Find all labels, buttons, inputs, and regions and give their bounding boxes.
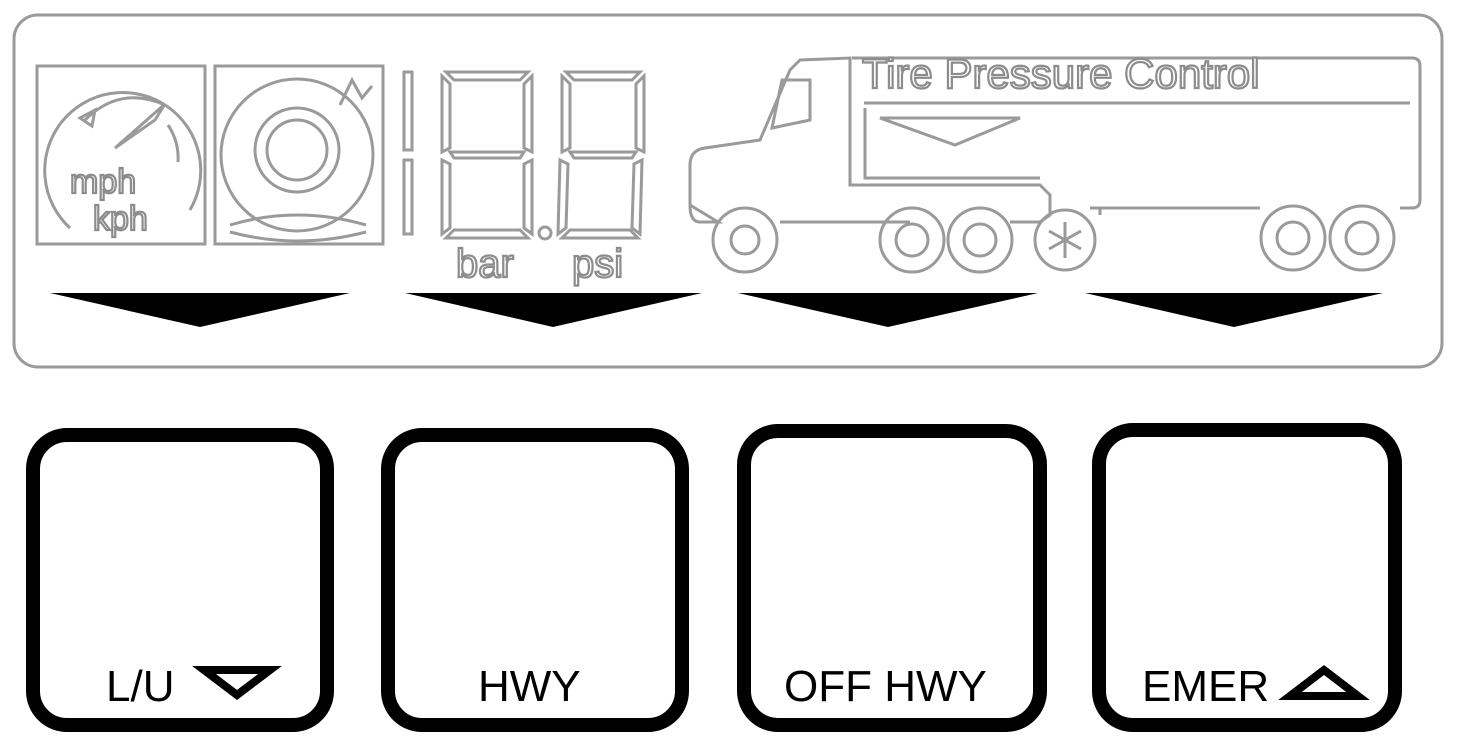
triangle-down-outline-icon [192, 666, 282, 701]
speed-unit-kph: kph [93, 200, 148, 238]
lu-button[interactable] [26, 428, 334, 732]
hwy-button-label: HWY [478, 662, 581, 711]
emer-button[interactable] [1092, 423, 1402, 732]
wheel-alert-icon [1033, 208, 1097, 272]
tire-icon [213, 64, 385, 246]
pressure-unit-psi: psi [572, 242, 623, 286]
selection-arrow-indicator [738, 293, 1038, 327]
triangle-up-outline-icon [1278, 664, 1370, 700]
wheel-icon [946, 206, 1014, 274]
selection-arrow-indicator [405, 293, 702, 327]
hwy-button[interactable] [381, 428, 689, 732]
off-hwy-button[interactable] [737, 424, 1047, 732]
wheel-icon [1328, 204, 1396, 272]
seven-segment-display [402, 70, 646, 241]
wheel-icon [878, 206, 946, 274]
truck-icon [688, 56, 1422, 224]
off-hwy-button-label: OFF HWY [784, 662, 987, 711]
emer-button-label: EMER [1142, 662, 1270, 711]
wheel-icon [1259, 204, 1327, 272]
lu-button-label: L/U [106, 662, 175, 711]
speedometer-icon [35, 64, 207, 246]
wheel-icon [711, 206, 779, 274]
selection-arrow-indicator [50, 293, 350, 327]
pressure-unit-bar: bar [456, 242, 514, 286]
speed-unit-mph: mph [70, 163, 136, 201]
display-title: Tire Pressure Control [862, 50, 1260, 97]
lcd-display-frame [12, 13, 1444, 369]
selection-arrow-indicator [1085, 293, 1383, 327]
